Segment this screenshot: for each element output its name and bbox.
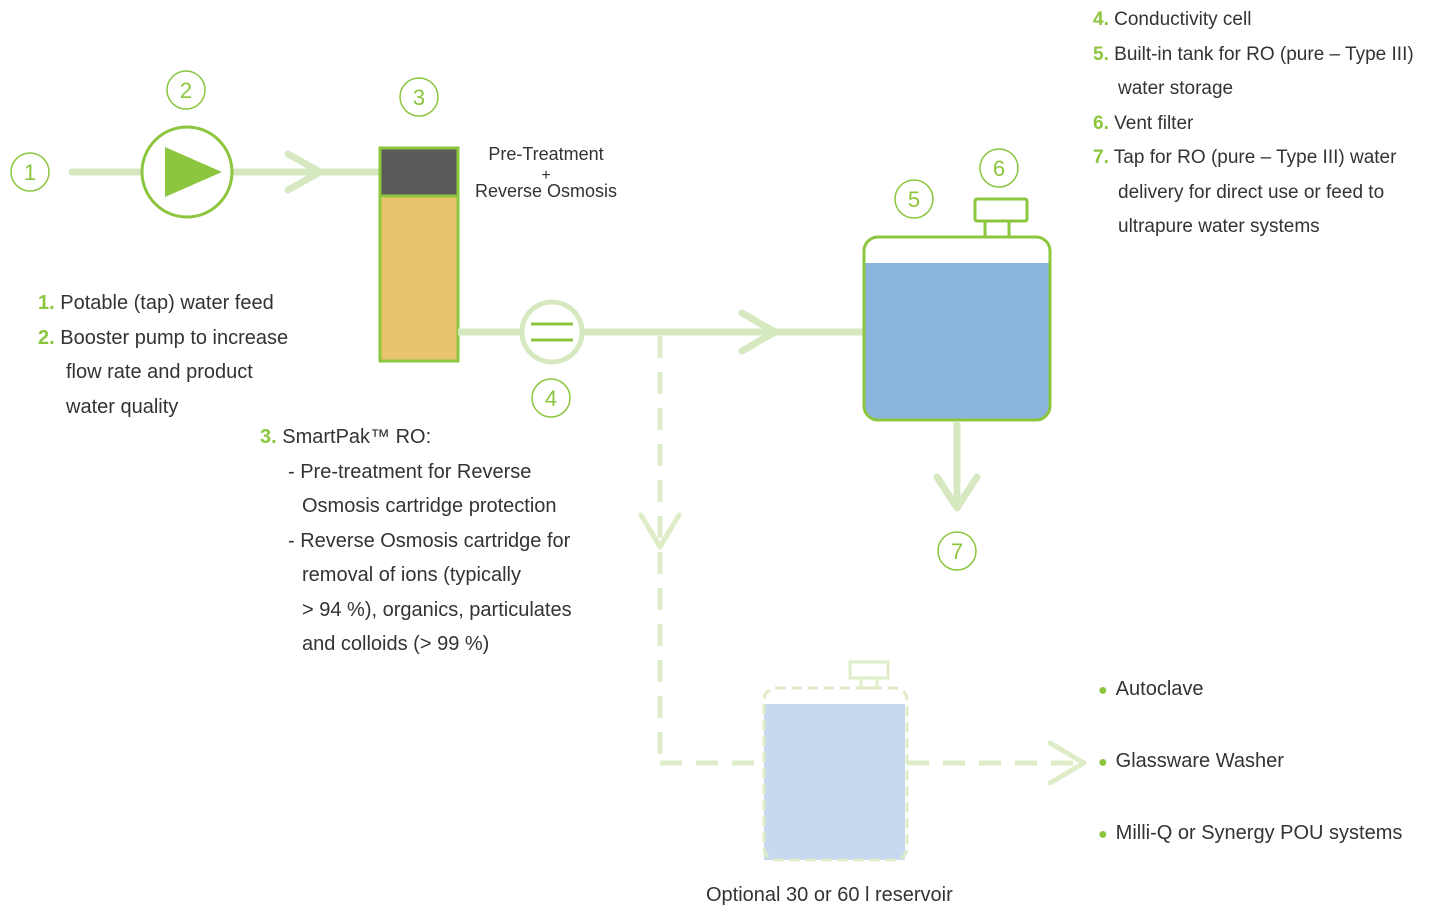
legend-item-5: 5. Built-in tank for RO (pure – Type III… (1093, 43, 1414, 65)
svg-text:2: 2 (180, 78, 192, 103)
legend-item-7: 7. Tap for RO (pure – Type III) water (1093, 147, 1397, 168)
callout-4: 4 (531, 378, 571, 418)
legend-mid: 3. SmartPak™ RO: - Pre-treatment for Rev… (260, 420, 572, 662)
tap-arrow (933, 473, 981, 512)
vent-filter (973, 197, 1029, 223)
flow-arrow-2 (738, 309, 779, 355)
svg-text:6: 6 (993, 156, 1005, 181)
bullet-icon: ● (1098, 754, 1108, 771)
bullet-icon: ● (1098, 682, 1108, 699)
svg-text:4: 4 (545, 386, 557, 411)
smartpak-cartridge (378, 146, 460, 363)
pump-play-icon (165, 147, 222, 197)
callout-2: 2 (166, 70, 206, 110)
reservoir-outlet-arrow (1047, 740, 1087, 786)
storage-tank (862, 197, 1052, 422)
svg-text:5: 5 (908, 187, 920, 212)
cartridge-label-plus: + (541, 167, 550, 184)
reservoir-branch-arrow (638, 512, 682, 550)
reservoir-caption: Optional 30 or 60 l reservoir (706, 884, 953, 906)
legend-item-1: 1. Potable (tap) water feed (38, 292, 274, 314)
conductivity-cell (519, 299, 585, 365)
optional-reservoir (762, 660, 909, 862)
callout-5: 5 (894, 179, 934, 219)
callout-1: 1 (10, 152, 50, 192)
flow-arrow-1 (284, 150, 324, 194)
svg-text:1: 1 (24, 160, 36, 185)
legend-item-6: 6. Vent filter (1093, 112, 1194, 134)
callout-3: 3 (399, 77, 439, 117)
svg-text:3: 3 (413, 85, 425, 110)
callout-6: 6 (979, 148, 1019, 188)
destination-pou-systems: ●Milli-Q or Synergy POU systems (1098, 822, 1403, 844)
legend-item-4: 4. Conductivity cell (1093, 9, 1252, 30)
cartridge-label-line1: Pre-Treatment (488, 144, 603, 164)
legend-item-2: 2. Booster pump to increase (38, 326, 289, 349)
destination-autoclave: ●Autoclave (1098, 678, 1204, 700)
svg-text:7: 7 (951, 539, 963, 564)
legend-right: 4. Conductivity cell 5. Built-in tank fo… (1093, 3, 1414, 245)
callout-7: 7 (937, 531, 977, 571)
destination-glassware-washer: ●Glassware Washer (1098, 750, 1284, 772)
cartridge-label-line2: Reverse Osmosis (475, 181, 617, 201)
legend-item-3: 3. SmartPak™ RO: (260, 426, 432, 448)
legend-left: 1. Potable (tap) water feed 2. Booster p… (38, 286, 288, 424)
booster-pump (140, 125, 234, 219)
bullet-icon: ● (1098, 826, 1108, 843)
